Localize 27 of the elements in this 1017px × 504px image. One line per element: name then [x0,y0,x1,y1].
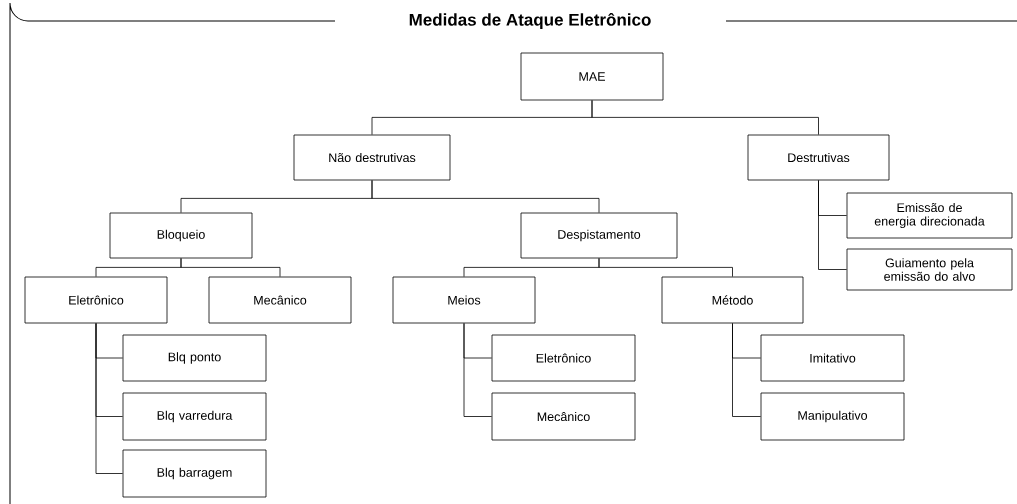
category-box: Emissão de energia direcionada [846,192,1013,239]
category-box: Mecânico [491,392,636,441]
category-box: Meios [392,276,536,324]
category-box: Guiamento pela emissão do alvo [846,248,1013,291]
category-box: Manipulativo [760,392,905,441]
connector-line [818,180,847,270]
connector-line [732,323,761,417]
category-box: Método [661,276,804,324]
category-box: Blq ponto [122,334,267,382]
category-box: MAE [520,52,664,101]
category-box: Eletrônico [24,276,168,324]
category-box: Eletrônico [491,334,636,382]
connector-line [463,323,492,417]
category-box: Blq varredura [122,392,267,441]
category-box: Bloqueio [109,212,253,259]
connector-line [180,258,281,277]
category-box: Mecânico [208,276,352,324]
connector-line [598,258,733,277]
connector-line [95,323,123,474]
connector-line [591,100,819,135]
connector-line [371,180,600,213]
category-box: Despistamento [520,212,678,259]
category-box: Blq barragem [122,449,267,498]
category-box: Imitativo [760,334,905,382]
category-box: Não destrutivas [293,134,451,181]
title: Medidas de Ataque Eletrônico [409,12,651,30]
category-box: Destrutivas [747,134,890,181]
